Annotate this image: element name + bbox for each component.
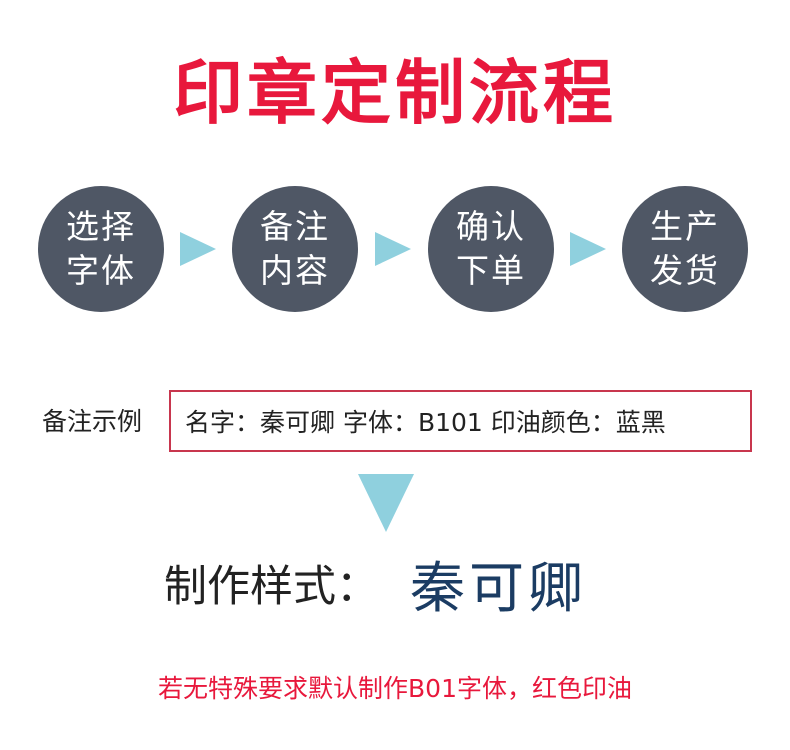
note-example-label: 备注示例 — [42, 407, 143, 436]
note-example-box: 名字：秦可卿 字体：B101 印油颜色：蓝黑 — [169, 390, 752, 452]
arrow-right-icon — [570, 232, 606, 266]
note-example-text: 名字：秦可卿 字体：B101 印油颜色：蓝黑 — [185, 408, 666, 437]
default-notice: 若无特殊要求默认制作B01字体，红色印油 — [158, 674, 632, 703]
step-label-line1: 备注 — [260, 207, 330, 246]
step-label-line2: 下单 — [456, 251, 526, 290]
step-produce-ship: 生产 发货 — [622, 186, 748, 312]
sample-seal-name: 秦可卿 — [410, 556, 588, 620]
sample-style-label: 制作样式： — [164, 562, 379, 612]
step-label-line2: 内容 — [260, 251, 330, 290]
arrow-right-icon — [375, 232, 411, 266]
step-add-note: 备注 内容 — [232, 186, 358, 312]
page-title: 印章定制流程 — [173, 52, 617, 134]
step-confirm-order: 确认 下单 — [428, 186, 554, 312]
step-label-line2: 字体 — [66, 251, 136, 290]
step-label-line2: 发货 — [650, 251, 720, 290]
arrow-right-icon — [180, 232, 216, 266]
step-label-line1: 选择 — [66, 207, 136, 246]
step-select-font: 选择 字体 — [38, 186, 164, 312]
step-label-line1: 确认 — [456, 207, 526, 246]
step-label-line1: 生产 — [650, 207, 720, 246]
arrow-down-icon — [358, 474, 414, 532]
